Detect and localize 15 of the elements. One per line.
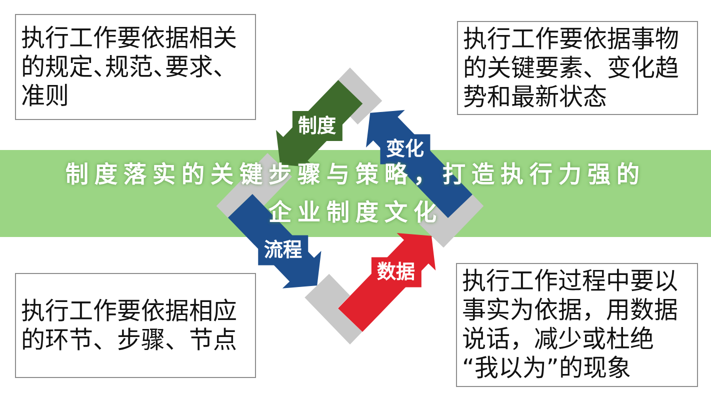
note-box	[457, 21, 698, 115]
segment-label: 变化	[386, 138, 424, 160]
segment-label: 数据	[377, 261, 416, 284]
description-text: 执行工作要依据相应的环节、步骤、节点	[21, 296, 238, 354]
description-text: 执行工作要依据相关的规定、规范、要求、准则	[21, 24, 238, 110]
note-box	[456, 263, 698, 387]
note-box	[15, 14, 256, 120]
description-text: 执行工作要依据事物的关键要素、变化趋势和最新状态	[463, 24, 680, 112]
note-box	[15, 273, 256, 378]
band-connector	[304, 274, 362, 344]
segment-label: 流程	[264, 239, 302, 262]
description-text: 执行工作过程中要以事实为依据，用数据说话，减少或杜绝“我以为”的现象	[462, 267, 679, 383]
band-connector	[338, 68, 382, 124]
segment-label: 制度	[298, 115, 336, 138]
cycle-segment	[338, 232, 436, 332]
